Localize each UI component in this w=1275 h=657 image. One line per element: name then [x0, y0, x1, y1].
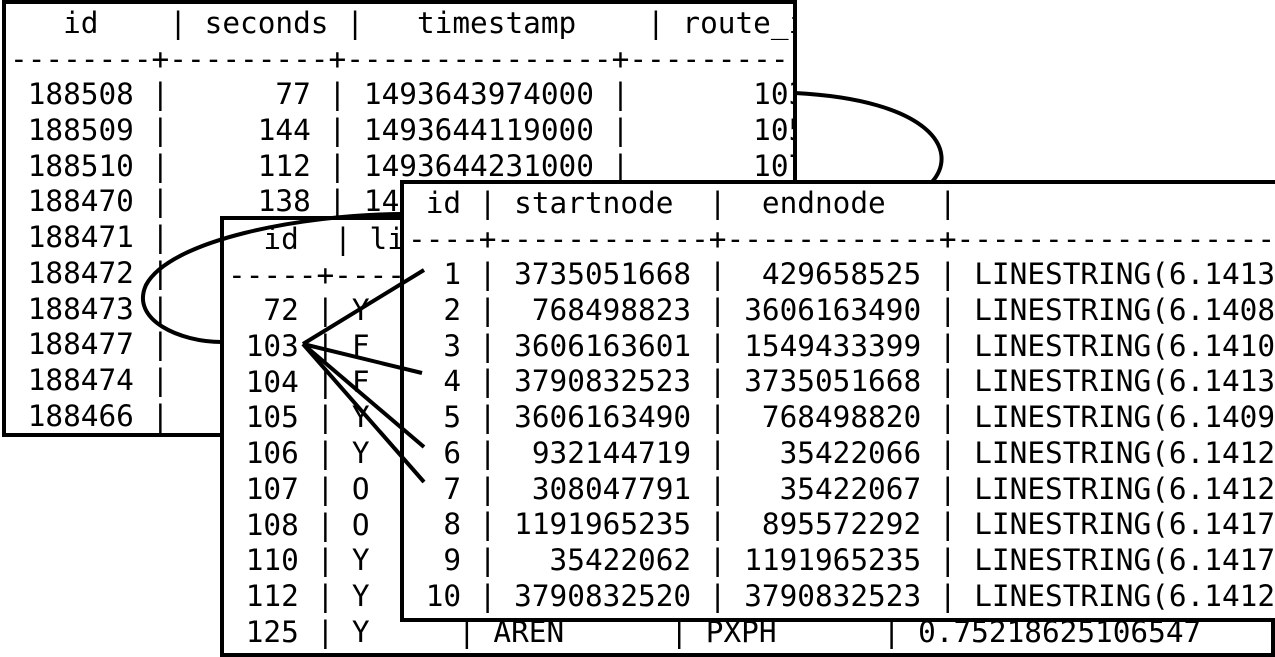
segments-table-separator: ----+------------+------------+---------…	[408, 221, 1275, 256]
trips-table-separator: --------+---------+---------------+-----…	[10, 41, 797, 76]
table-row: 112 | Y	[228, 578, 370, 613]
table-row: 8 | 1191965235 | 895572292 | LINESTRING(…	[408, 507, 1275, 542]
table-row: 6 | 932144719 | 35422066 | LINESTRING(6.…	[408, 435, 1275, 470]
table-row: 7 | 308047791 | 35422067 | LINESTRING(6.…	[408, 471, 1275, 506]
table-row: 108 | O	[228, 507, 370, 542]
table-row: 110 | Y	[228, 543, 370, 578]
segments-table-header: id | startnode | endnode | geom	[425, 186, 957, 220]
trips-table-header: id | seconds | timestamp | route_id	[10, 6, 797, 40]
table-row: 5 | 3606163490 | 768498820 | LINESTRING(…	[408, 400, 1275, 435]
trips-to-routes-curve-top	[794, 91, 944, 184]
table-row: 3 | 3606163601 | 1549433399 | LINESTRING…	[408, 328, 1275, 363]
table-row: 188466 |	[10, 398, 170, 433]
table-row: 4 | 3790832523 | 3735051668 | LINESTRING…	[408, 364, 1275, 399]
trips-table: id | seconds | timestamp | route_id-----…	[10, 6, 797, 433]
table-row: 188509 | 144 | 1493644119000 | 105	[10, 113, 797, 148]
table-row: 188474 |	[10, 362, 170, 397]
table-row: 188508 | 77 | 1493643974000 | 103	[10, 77, 797, 112]
table-row: 1 | 3735051668 | 429658525 | LINESTRING(…	[408, 257, 1275, 292]
table-row: 2 | 768498823 | 3606163490 | LINESTRING(…	[408, 293, 1275, 328]
table-row: 188477 |	[10, 327, 170, 362]
segments-table-panel: id | startnode | endnode | geom----+----…	[400, 180, 1275, 622]
table-row: 10 | 3790832520 | 3790832523 | LINESTRIN…	[408, 578, 1275, 613]
segments-table: id | startnode | endnode | geom----+----…	[408, 186, 1275, 614]
table-row: 9 | 35422062 | 1191965235 | LINESTRING(6…	[408, 542, 1275, 577]
table-row: 107 | O	[228, 471, 370, 506]
table-row: 188510 | 112 | 1493644231000 | 107	[10, 148, 797, 183]
